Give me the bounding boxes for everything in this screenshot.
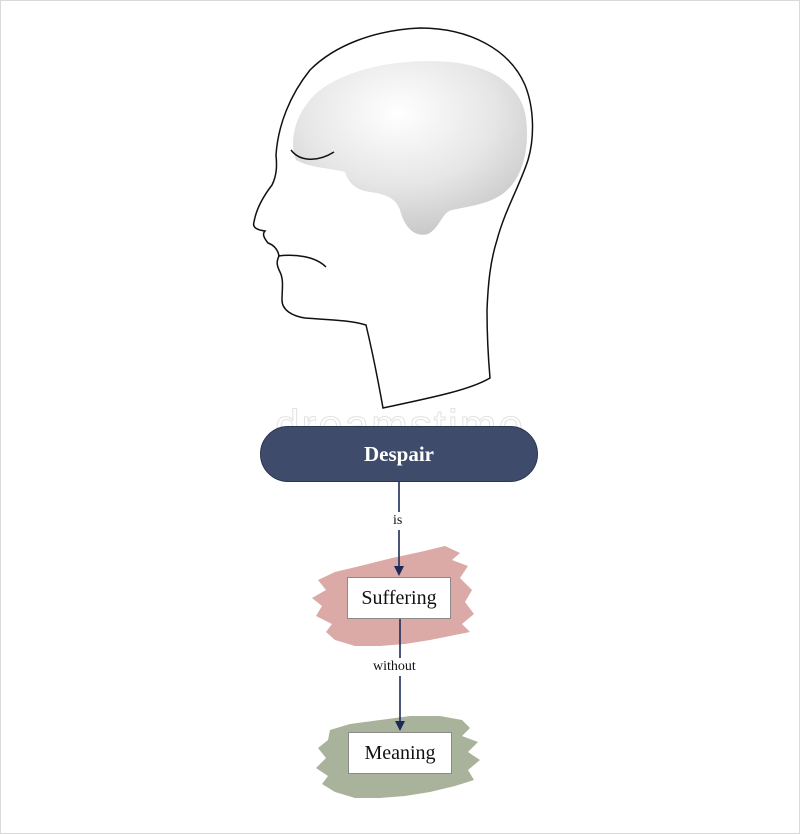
node-suffering: Suffering xyxy=(347,577,451,619)
node-despair: Despair xyxy=(260,426,538,482)
edge-label-is: is xyxy=(391,512,404,530)
node-despair-label: Despair xyxy=(364,442,434,467)
node-meaning: Meaning xyxy=(348,732,452,774)
head-profile-icon xyxy=(254,28,533,408)
node-meaning-label: Meaning xyxy=(364,742,435,765)
edge-label-without: without xyxy=(371,658,418,676)
node-suffering-label: Suffering xyxy=(361,587,436,610)
